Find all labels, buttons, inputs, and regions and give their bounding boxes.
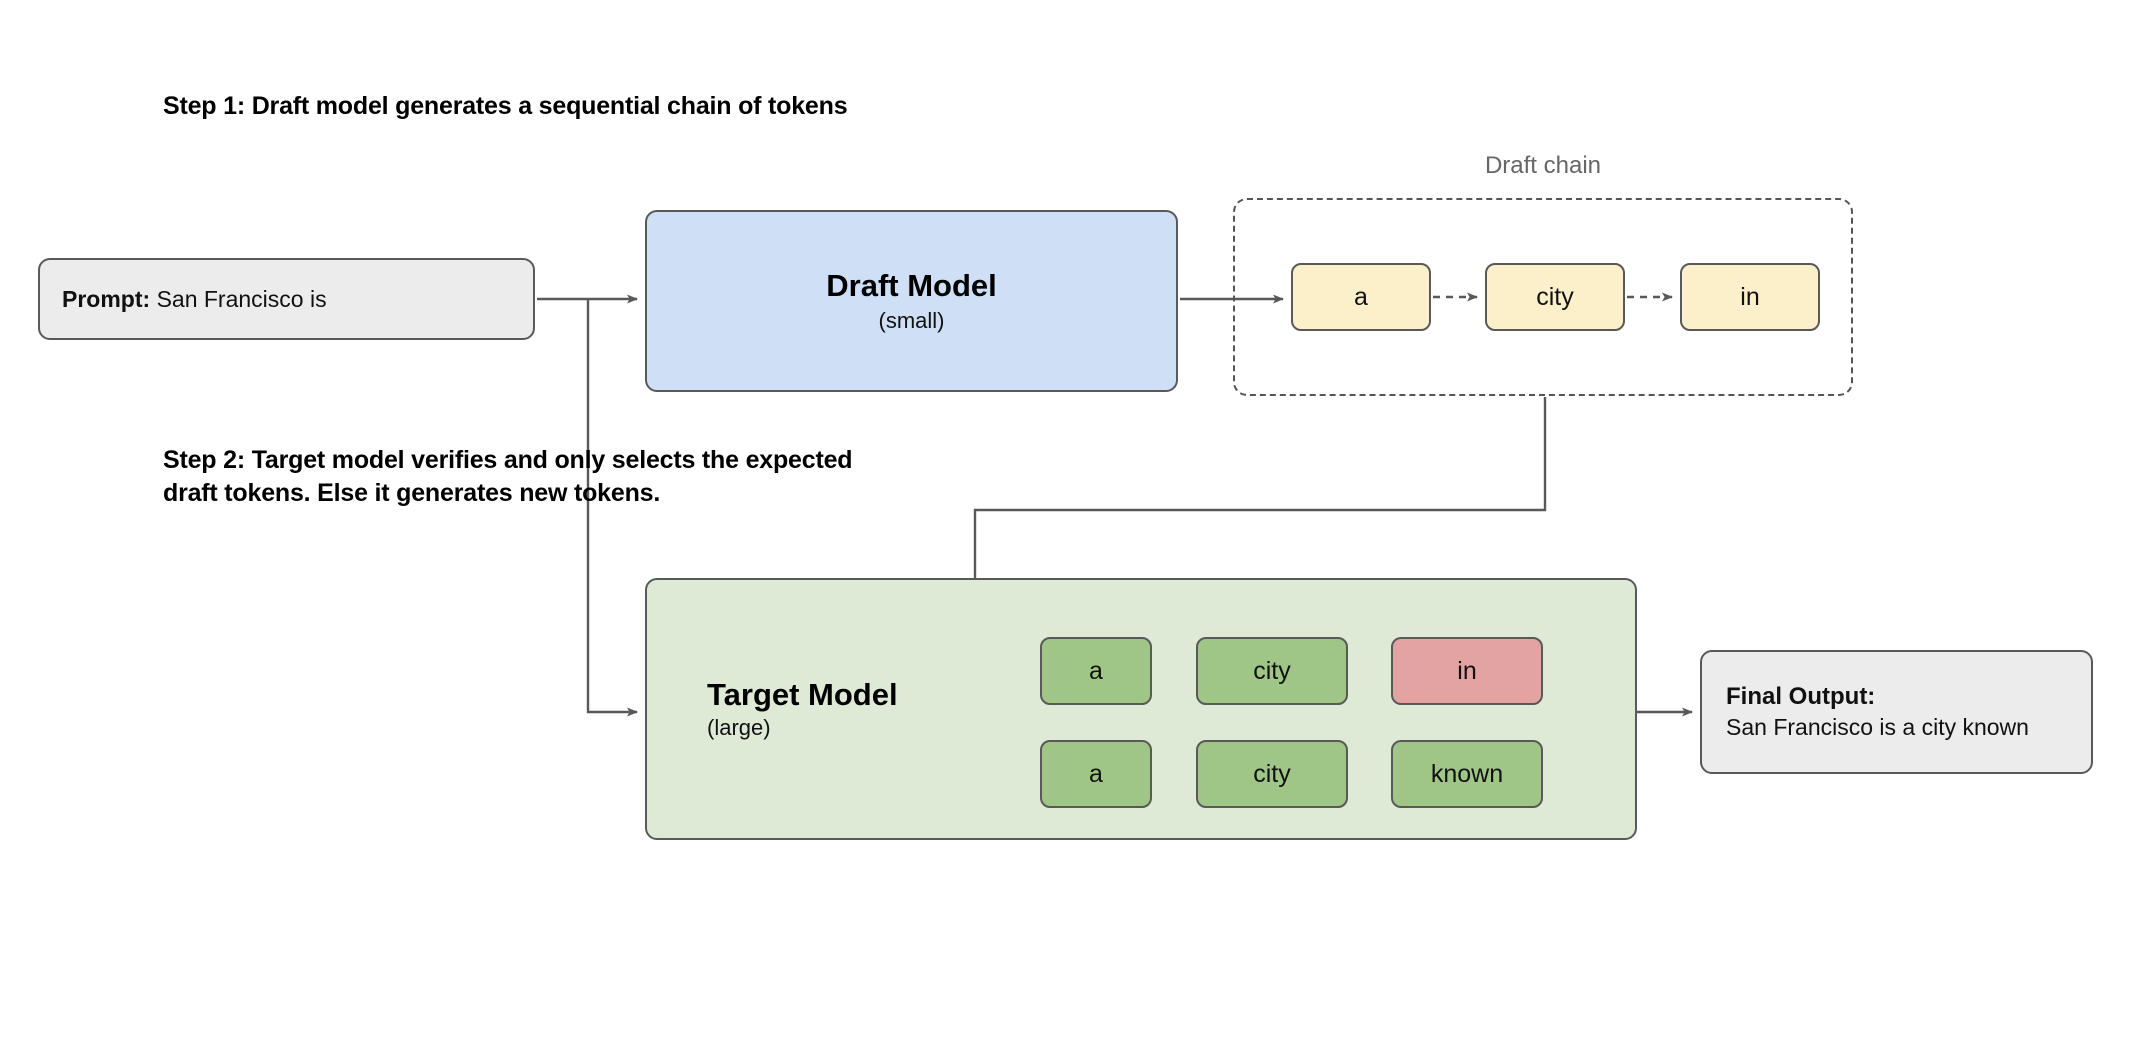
final-output-label: Final Output: bbox=[1726, 682, 1876, 710]
final-output-box: Final Output: San Francisco is a city kn… bbox=[1700, 650, 2093, 774]
draft-chain-token: in bbox=[1680, 263, 1820, 331]
target-model-subtitle: (large) bbox=[707, 715, 771, 741]
draft-model-title: Draft Model bbox=[826, 268, 997, 304]
target-token-accepted: a bbox=[1040, 740, 1152, 808]
draft-chain-token: a bbox=[1291, 263, 1431, 331]
target-token-accepted: city bbox=[1196, 740, 1348, 808]
step-1-heading: Step 1: Draft model generates a sequenti… bbox=[163, 92, 848, 120]
step-2-heading: Step 2: Target model verifies and only s… bbox=[163, 446, 853, 507]
draft-model-subtitle: (small) bbox=[878, 307, 945, 333]
draft-chain-label: Draft chain bbox=[1484, 152, 1602, 179]
draft-chain-frame bbox=[1233, 198, 1853, 396]
target-token-rejected: in bbox=[1391, 637, 1543, 705]
target-token-accepted: city bbox=[1196, 637, 1348, 705]
prompt-label: Prompt: bbox=[62, 285, 151, 312]
target-token-accepted: a bbox=[1040, 637, 1152, 705]
draft-model-box: Draft Model (small) bbox=[645, 210, 1178, 392]
target-model-title: Target Model bbox=[707, 676, 898, 712]
prompt-value: San Francisco is bbox=[156, 285, 327, 312]
prompt-box: Prompt: San Francisco is bbox=[38, 258, 535, 340]
final-output-value: San Francisco is a city known bbox=[1726, 713, 2029, 740]
draft-chain-token: city bbox=[1485, 263, 1625, 331]
target-token-accepted: known bbox=[1391, 740, 1543, 808]
prompt-text: Prompt: San Francisco is bbox=[62, 286, 511, 313]
